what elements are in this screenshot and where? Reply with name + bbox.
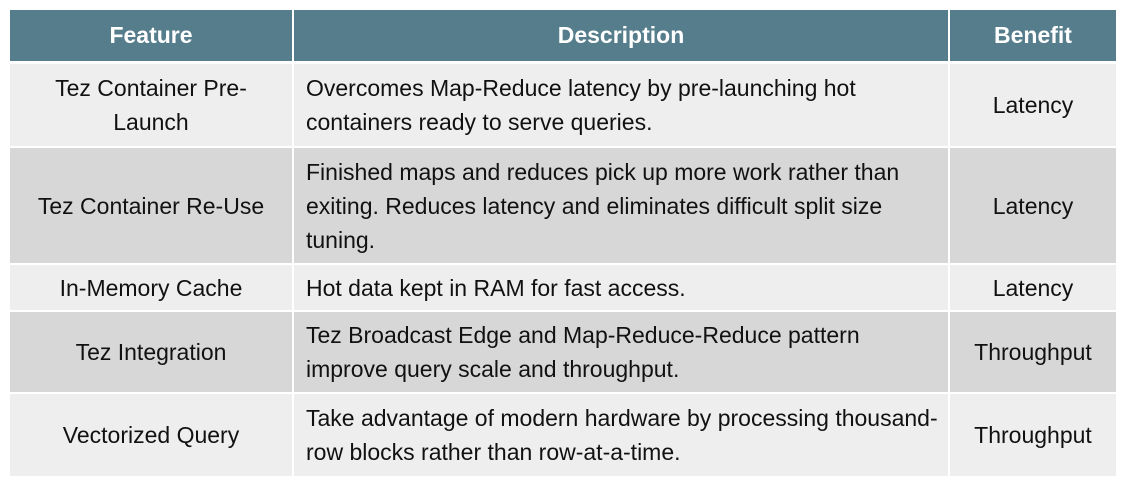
feature-cell: Tez Container Re-Use bbox=[10, 147, 294, 265]
description-cell: Take advantage of modern hardware by pro… bbox=[293, 393, 950, 478]
feature-cell: Tez Container Pre-Launch bbox=[10, 62, 294, 148]
description-cell: Finished maps and reduces pick up more w… bbox=[293, 147, 950, 265]
table-header-row: Feature Description Benefit bbox=[10, 10, 1116, 64]
feature-table-container: Feature Description Benefit Tez Containe… bbox=[10, 10, 1116, 478]
column-header-description: Description bbox=[293, 10, 950, 64]
table-row: Tez Container Re-Use Finished maps and r… bbox=[10, 147, 1116, 265]
table-row: Tez Integration Tez Broadcast Edge and M… bbox=[10, 311, 1116, 394]
column-header-feature: Feature bbox=[10, 10, 294, 64]
feature-cell: Tez Integration bbox=[10, 311, 294, 394]
table-row: Tez Container Pre-Launch Overcomes Map-R… bbox=[10, 62, 1116, 148]
table-row: Vectorized Query Take advantage of moder… bbox=[10, 393, 1116, 478]
description-cell: Overcomes Map-Reduce latency by pre-laun… bbox=[293, 62, 950, 148]
table-row: In-Memory Cache Hot data kept in RAM for… bbox=[10, 264, 1116, 312]
feature-table: Feature Description Benefit Tez Containe… bbox=[10, 10, 1116, 478]
description-cell: Hot data kept in RAM for fast access. bbox=[293, 264, 950, 312]
benefit-cell: Latency bbox=[949, 264, 1116, 312]
feature-cell: Vectorized Query bbox=[10, 393, 294, 478]
benefit-cell: Latency bbox=[949, 62, 1116, 148]
column-header-benefit: Benefit bbox=[949, 10, 1116, 64]
benefit-cell: Throughput bbox=[949, 393, 1116, 478]
benefit-cell: Throughput bbox=[949, 311, 1116, 394]
benefit-cell: Latency bbox=[949, 147, 1116, 265]
feature-cell: In-Memory Cache bbox=[10, 264, 294, 312]
description-cell: Tez Broadcast Edge and Map-Reduce-Reduce… bbox=[293, 311, 950, 394]
